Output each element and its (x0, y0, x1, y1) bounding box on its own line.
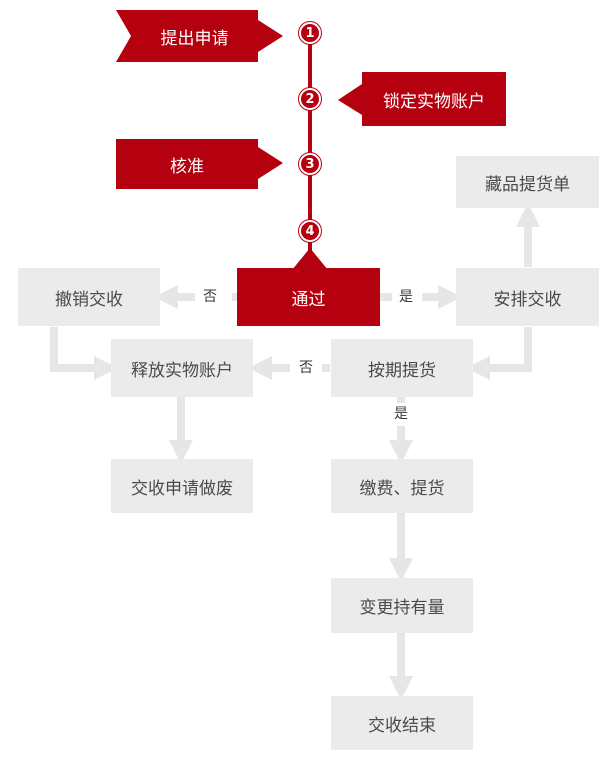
receipt-box: 藏品提货单 (456, 156, 599, 208)
step1-label: 提出申请 (160, 28, 229, 49)
arrow-arrange-to-ontime (466, 327, 532, 380)
release-box: 释放实物账户 (111, 339, 253, 397)
edge-label-ontime-no: 否 (299, 360, 313, 376)
arrange-box: 安排交收 (456, 268, 599, 326)
step2-label: 锁定实物账户 (383, 91, 485, 112)
revoke-box: 撤销交收 (18, 268, 160, 326)
edge-label-pass-yes: 是 (399, 289, 413, 305)
edge-label-pass-no: 否 (203, 289, 217, 305)
edge-label-ontime-yes: 是 (394, 406, 408, 422)
step-number-2: 2 (299, 88, 321, 110)
ontime-box: 按期提货 (331, 339, 473, 397)
step-number-4: 4 (299, 220, 321, 242)
step3-callout-shape (116, 139, 283, 189)
step1-callout-shape (116, 10, 283, 62)
arrow-revoke-to-release (50, 327, 118, 380)
void-box: 交收申请做废 (111, 459, 253, 513)
pass-box: 通过 (237, 268, 380, 326)
step3-label: 核准 (170, 156, 204, 177)
step-number-3: 3 (299, 153, 321, 175)
end-box: 交收结束 (331, 696, 473, 750)
timeline-pointer (292, 248, 328, 270)
change-box: 变更持有量 (331, 578, 473, 633)
step2-callout-shape (338, 72, 506, 126)
pay-box: 缴费、提货 (331, 459, 473, 513)
step-number-1: 1 (299, 22, 321, 44)
